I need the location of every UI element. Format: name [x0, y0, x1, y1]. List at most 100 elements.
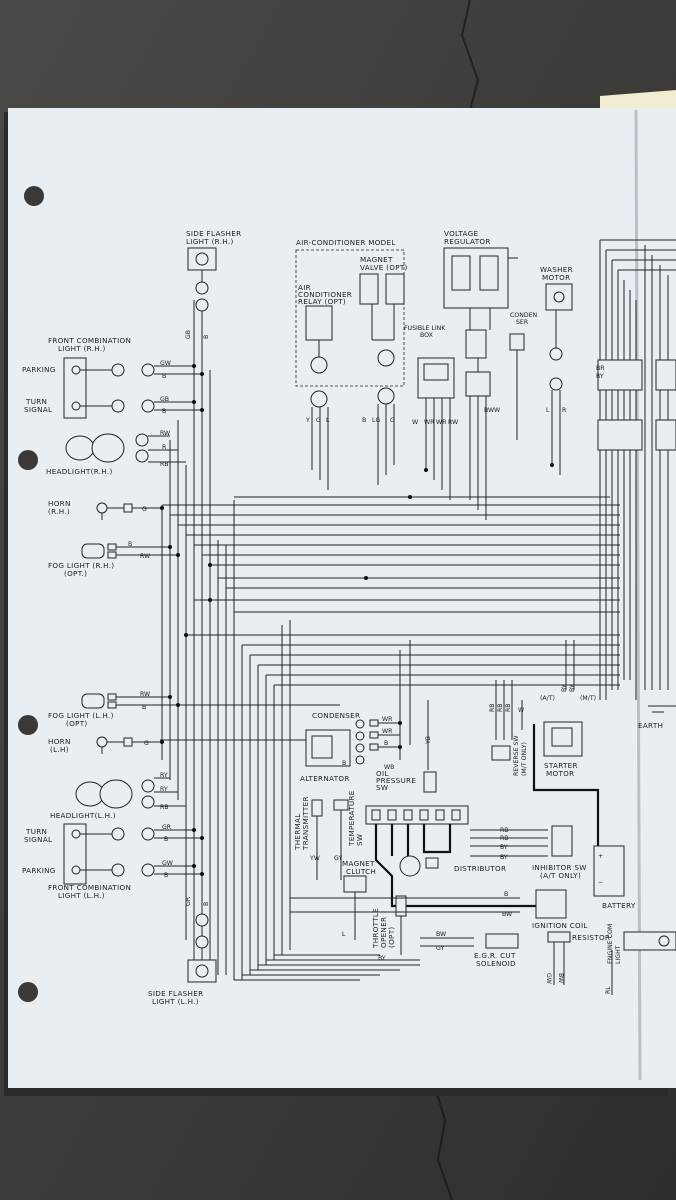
svg-text:(A/T): (A/T): [540, 695, 555, 702]
side-flasher-rh: SIDE FLASHER LIGHT (R.H.) GB B: [185, 229, 241, 440]
inhibitor-switch: RB RB BY BY INHIBITOR SW (A/T ONLY): [470, 825, 586, 880]
magnet-clutch: MAGNET CLUTCH L: [342, 859, 376, 940]
svg-text:SER: SER: [516, 319, 529, 326]
svg-text:(OPT): (OPT): [66, 719, 88, 728]
svg-text:BATTERY: BATTERY: [602, 901, 636, 910]
svg-text:MOTOR: MOTOR: [542, 273, 570, 282]
svg-text:RY: RY: [596, 373, 604, 380]
starter-motor: W STARTER MOTOR (A/T) (M/T) BY BY: [518, 640, 596, 778]
svg-text:BY: BY: [500, 844, 508, 851]
engine-comp-light: ENGINE COM LIGHT RL: [605, 924, 676, 995]
svg-text:B: B: [342, 760, 346, 767]
svg-text:REVERSE SW: REVERSE SW: [513, 736, 520, 777]
svg-text:LIGHT (R.H.): LIGHT (R.H.): [58, 344, 106, 353]
svg-text:R: R: [162, 444, 167, 451]
washer-motor: WASHER MOTOR L R BR RY: [540, 265, 605, 475]
svg-text:R: R: [562, 407, 567, 414]
svg-text:RB: RB: [500, 835, 509, 842]
svg-text:OIL: OIL: [376, 769, 389, 778]
svg-text:SW: SW: [376, 783, 388, 792]
svg-text:RW: RW: [140, 691, 150, 698]
svg-text:W: W: [518, 707, 524, 714]
svg-text:G: G: [144, 740, 149, 747]
svg-text:RB: RB: [160, 804, 169, 811]
junction-nodes: [160, 364, 554, 876]
svg-text:WR: WR: [436, 419, 447, 426]
svg-text:AIR-CONDITIONER MODEL: AIR-CONDITIONER MODEL: [296, 238, 396, 247]
svg-text:RESISTOR: RESISTOR: [572, 933, 610, 942]
svg-text:(M/T ONLY): (M/T ONLY): [521, 742, 528, 776]
svg-text:G: G: [390, 417, 395, 424]
svg-text:BY: BY: [378, 955, 386, 962]
svg-text:RW: RW: [448, 419, 458, 426]
svg-text:B: B: [362, 417, 366, 424]
svg-text:B: B: [142, 704, 146, 711]
svg-text:OPENER: OPENER: [379, 917, 388, 948]
front-combination-light-lh: TURN SIGNAL PARKING GR B GW B FRONT COMB…: [22, 823, 202, 900]
svg-text:HEADLIGHT(R.H.): HEADLIGHT(R.H.): [46, 467, 113, 476]
svg-text:E.G.R. CUT: E.G.R. CUT: [474, 951, 516, 960]
headlight-rh: RW R RB HEADLIGHT(R.H.): [46, 430, 186, 476]
svg-text:BOX: BOX: [420, 332, 434, 339]
egr-cut-solenoid: BW GY E.G.R. CUT SOLENOID: [420, 931, 519, 968]
svg-text:GW: GW: [162, 860, 173, 867]
wiring-diagram-page: [8, 108, 676, 1088]
earth-symbol: EARTH: [638, 705, 676, 730]
svg-text:TEMPERATURE: TEMPERATURE: [347, 790, 356, 847]
fog-light-lh: RW B FOG LIGHT (L.H.) (OPT): [48, 691, 178, 728]
svg-text:DISTRIBUTOR: DISTRIBUTOR: [454, 864, 506, 873]
svg-text:B: B: [164, 872, 168, 879]
svg-text:BY: BY: [569, 684, 576, 692]
svg-text:WR: WR: [382, 728, 393, 735]
svg-text:SOLENOID: SOLENOID: [476, 959, 516, 968]
svg-text:L: L: [546, 407, 550, 414]
svg-text:THROTTLE: THROTTLE: [371, 908, 380, 949]
inner-vertical-wires: [234, 620, 420, 981]
svg-text:ALTERNATOR: ALTERNATOR: [300, 774, 350, 783]
svg-text:GR: GR: [162, 824, 172, 831]
binder-hole: [24, 186, 44, 206]
svg-text:B: B: [384, 740, 388, 747]
svg-text:CONDEN: CONDEN: [510, 312, 537, 319]
svg-text:RB: RB: [489, 703, 496, 712]
binder-hole: [18, 982, 38, 1002]
air-conditioner-section: AIR-CONDITIONER MODEL AIR CONDITIONER RE…: [295, 238, 408, 490]
svg-text:LG: LG: [372, 417, 380, 424]
svg-text:G: G: [316, 417, 321, 424]
svg-text:B: B: [128, 541, 132, 548]
svg-text:HORN: HORN: [48, 737, 71, 746]
svg-text:WB: WB: [384, 764, 394, 771]
svg-text:LIGHT (L.H.): LIGHT (L.H.): [58, 891, 105, 900]
page-fold: [634, 109, 642, 1081]
svg-text:B: B: [162, 408, 166, 415]
svg-text:BW: BW: [557, 973, 564, 983]
svg-text:RY: RY: [160, 772, 168, 779]
svg-text:MAGNET: MAGNET: [360, 255, 393, 264]
svg-text:W: W: [412, 419, 418, 426]
reverse-switch: RB RB RB REVERSE SW (M/T ONLY): [489, 680, 528, 776]
svg-text:VALVE (OPT): VALVE (OPT): [360, 263, 408, 272]
front-combination-light-rh: FRONT COMBINATION LIGHT (R.H.) PARKING T…: [22, 336, 202, 419]
svg-text:AIR: AIR: [298, 283, 311, 292]
svg-text:GY: GY: [436, 945, 444, 952]
svg-text:LIGHT: LIGHT: [615, 945, 622, 964]
svg-text:BY: BY: [500, 854, 508, 861]
svg-text:GW: GW: [545, 973, 552, 984]
svg-text:FOG LIGHT (L.H.): FOG LIGHT (L.H.): [48, 711, 114, 720]
thermal-transmitter: THERMAL TRANSMITTER YW: [293, 796, 323, 880]
fog-light-rh: B RW FOG LIGHT (R.H.) (OPT.): [48, 541, 178, 578]
svg-text:(A/T ONLY): (A/T ONLY): [540, 871, 581, 880]
alternator-assembly: CONDENSER WR WR B B ALTERNATOR YB WB: [300, 640, 432, 783]
horn-lh: HORN (L.H) G: [48, 736, 162, 754]
svg-text:RB: RB: [497, 703, 504, 712]
horn-rh: HORN (R.H.) G: [48, 499, 162, 520]
svg-text:EARTH: EARTH: [638, 721, 663, 730]
svg-text:THERMAL: THERMAL: [293, 813, 302, 851]
svg-text:TRANSMITTER: TRANSMITTER: [301, 796, 310, 851]
svg-text:GW: GW: [160, 360, 171, 367]
svg-text:SIGNAL: SIGNAL: [24, 835, 52, 844]
svg-text:PARKING: PARKING: [22, 866, 56, 875]
svg-text:RB: RB: [160, 461, 169, 468]
battery: + − BATTERY: [532, 724, 636, 910]
svg-text:MOTOR: MOTOR: [546, 769, 574, 778]
